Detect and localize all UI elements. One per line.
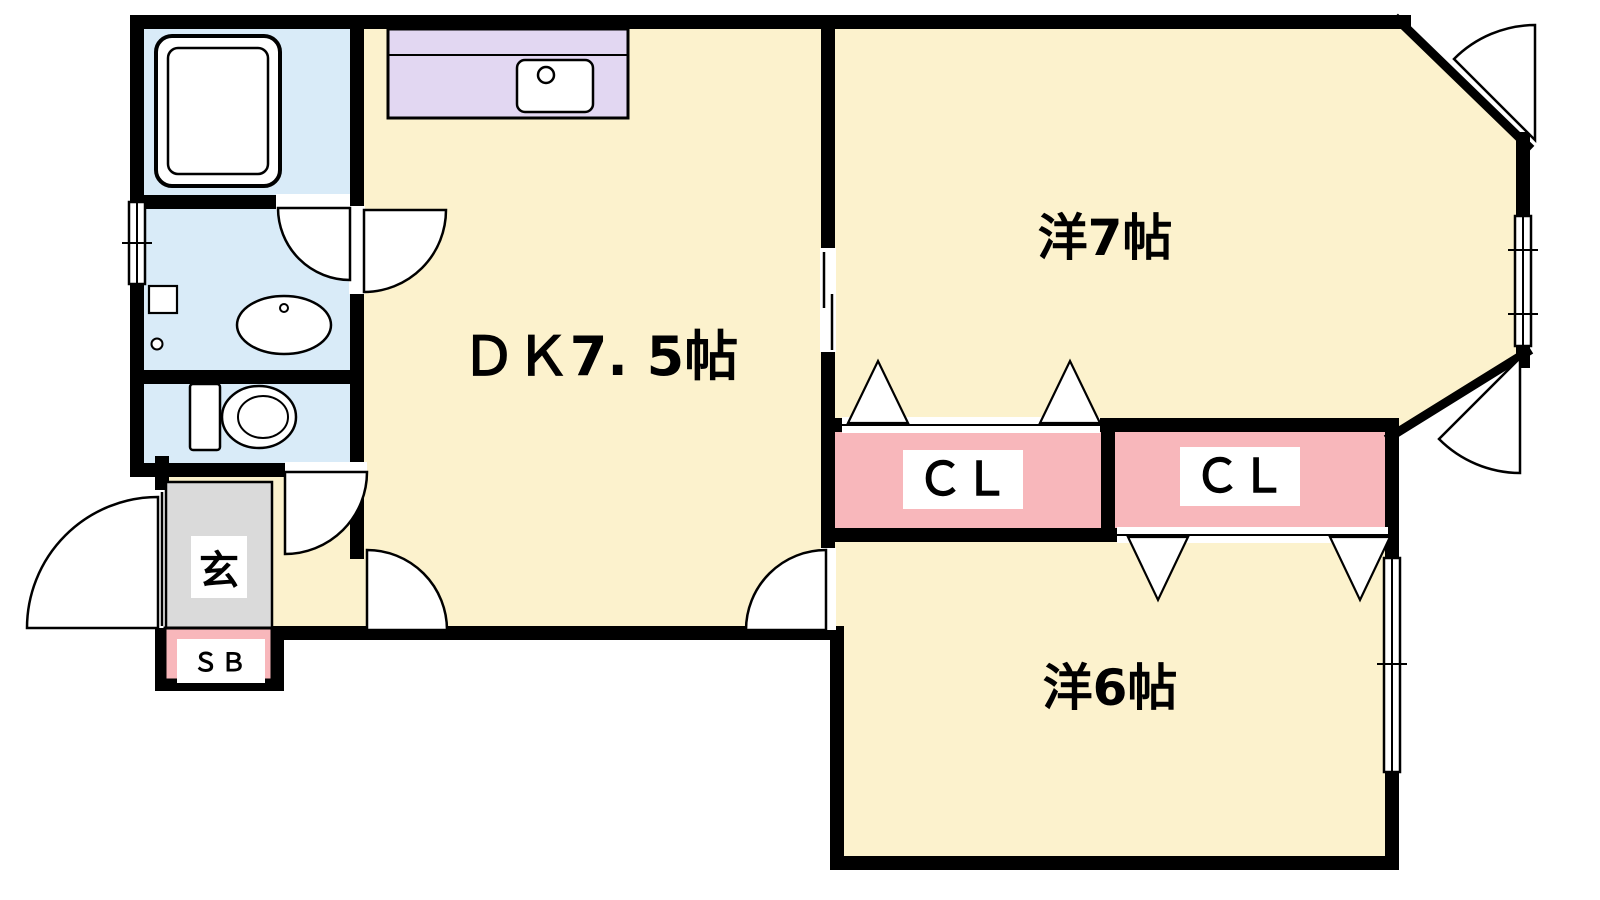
bathtub: [154, 34, 282, 188]
kitchen-sink: [515, 58, 595, 114]
opening-washroom-door: [349, 206, 365, 294]
door-arc-bathroom: [276, 206, 352, 282]
vanity-sink: [235, 294, 333, 356]
western6-room-label: 洋6帖: [1042, 659, 1178, 717]
closet2-door-leaf-right: [1328, 535, 1392, 603]
wall-outer-right-bottom: [155, 422, 1399, 870]
vanity-faucet: [279, 303, 289, 313]
door-arc-balcony-northeast: [1452, 23, 1537, 144]
closet2-door-leaf-left: [1126, 535, 1190, 603]
toilet-bowl: [220, 384, 298, 450]
western7-floor: [828, 22, 1523, 437]
closet1-label: ＣＬ: [903, 450, 1023, 510]
closet1-door-leaf-left: [846, 358, 910, 425]
entrance-label: 玄: [191, 536, 247, 598]
window-west6-right: [1377, 556, 1407, 774]
door-arc-dk-west6: [744, 548, 828, 632]
toilet-tank: [188, 382, 222, 452]
opening-lines: [160, 252, 1388, 626]
door-arc-washroom: [362, 208, 448, 294]
western6-floor: [832, 535, 1392, 863]
toilet-bowl-inner: [237, 395, 289, 439]
door-arc-balcony-southeast: [1437, 354, 1522, 475]
opening-bathroom-door: [276, 194, 350, 210]
kitchen-faucet: [536, 65, 556, 85]
door-arc-corridor-dk: [365, 548, 449, 632]
window-washroom-left: [122, 200, 152, 286]
wall-diagonal-northeast: [1391, 13, 1535, 153]
closet-folding-doors: [846, 358, 1392, 603]
door-arc-entrance: [25, 495, 160, 630]
western7-room-label: 洋7帖: [1037, 209, 1173, 267]
closet2-label: ＣＬ: [1180, 447, 1300, 507]
bathtub-inner: [166, 46, 270, 176]
closet1-door-leaf-right: [1038, 358, 1102, 425]
washer-pan: [147, 284, 179, 315]
floor-drain: [150, 337, 164, 351]
door-arcs: [25, 23, 1537, 632]
dk-floor: [357, 22, 828, 633]
shoe-box-label: ＳＢ: [177, 639, 266, 683]
door-arc-toilet: [283, 470, 369, 556]
windows: [122, 200, 1538, 774]
window-west7-right: [1508, 214, 1538, 348]
opening-dk-west7-slider: [820, 248, 836, 352]
dk-room-label: ＤＫ7. 5帖: [461, 325, 739, 388]
wall-diagonal-southeast: [1383, 345, 1534, 444]
